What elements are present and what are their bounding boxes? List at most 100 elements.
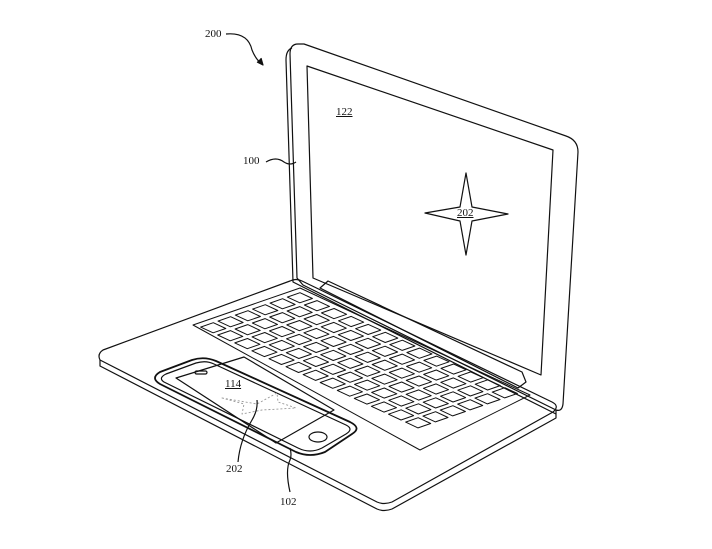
- laptop-base: [98, 278, 557, 505]
- arrow-head: [256, 57, 264, 66]
- laptop-lid: [289, 43, 579, 411]
- keyboard-key: [388, 381, 415, 393]
- keyboard-key: [285, 361, 312, 373]
- keyboard-key: [440, 377, 467, 389]
- keyboard-key: [440, 363, 467, 375]
- keyboard-key: [337, 371, 364, 383]
- keyboard-key: [474, 379, 501, 391]
- keyboard-key: [302, 355, 329, 367]
- keyboard-key: [354, 379, 381, 391]
- keyboard-key: [320, 335, 347, 347]
- keyboard-key: [422, 411, 449, 423]
- keyboard-key: [405, 389, 432, 401]
- keyboard-key: [217, 316, 244, 328]
- hinge: [319, 280, 527, 389]
- keyboard-key: [388, 395, 415, 407]
- keyboard-key: [491, 387, 518, 399]
- keyboard-key: [252, 304, 279, 316]
- keyboard-key: [321, 308, 348, 320]
- laptop-display: [306, 65, 554, 376]
- keyboard-key: [405, 403, 432, 415]
- keyboard-key: [251, 332, 278, 344]
- leader-202-phone: [237, 399, 258, 463]
- keyboard-key: [336, 385, 363, 397]
- label-200: 200: [205, 28, 222, 40]
- keyboard-key: [389, 353, 416, 365]
- keyboard-well: [192, 287, 531, 451]
- keyboard-key: [269, 298, 296, 310]
- label-122: 122: [336, 106, 353, 118]
- keyboard-key: [303, 300, 330, 312]
- keyboard-key: [405, 375, 432, 387]
- speaker-slot: [194, 370, 208, 375]
- label-202-display: 202: [457, 207, 474, 219]
- keyboard-key: [303, 341, 330, 353]
- keyboard: [200, 292, 518, 429]
- keyboard-key: [423, 355, 450, 367]
- keyboard-key: [457, 385, 484, 397]
- keyboard-key: [285, 347, 312, 359]
- phone: [154, 357, 358, 456]
- phone-inner-edge: [160, 361, 351, 452]
- label-114: 114: [225, 378, 242, 390]
- keyboard-key: [371, 345, 399, 357]
- keyboard-key: [355, 323, 382, 335]
- keyboard-key: [286, 320, 313, 332]
- keyboard-key: [269, 312, 296, 324]
- keyboard-key: [337, 329, 364, 341]
- keyboard-key: [320, 321, 347, 334]
- keyboard-key: [320, 349, 347, 361]
- keyboard-key: [234, 338, 261, 350]
- phone-display: [175, 356, 335, 444]
- keyboard-key: [406, 361, 433, 373]
- keyboard-key: [354, 351, 381, 363]
- keyboard-key: [234, 310, 261, 322]
- keyboard-key: [371, 359, 398, 371]
- keyboard-key: [422, 383, 449, 395]
- keyboard-key: [286, 306, 313, 318]
- keyboard-key: [372, 331, 399, 343]
- home-button: [308, 431, 328, 443]
- keyboard-key: [217, 330, 244, 342]
- leader-200: [225, 33, 263, 65]
- keyboard-key: [303, 314, 330, 326]
- keyboard-key: [439, 405, 466, 417]
- keyboard-key: [405, 417, 432, 429]
- keyboard-key: [388, 367, 415, 379]
- keyboard-key: [319, 377, 346, 389]
- keyboard-key: [251, 345, 278, 358]
- keyboard-key: [286, 292, 313, 304]
- keyboard-key: [302, 369, 329, 381]
- keyboard-key: [389, 339, 416, 351]
- keyboard-key: [371, 387, 398, 399]
- laptop-lid-edge: [285, 47, 557, 415]
- keyboard-key: [251, 318, 278, 330]
- keyboard-key: [200, 322, 227, 334]
- keyboard-key: [354, 365, 381, 377]
- keyboard-key: [423, 369, 450, 381]
- label-202-phone: 202: [226, 463, 243, 475]
- keyboard-key: [406, 347, 433, 359]
- keyboard-key: [319, 363, 347, 375]
- keyboard-key: [371, 373, 398, 385]
- keyboard-key: [474, 393, 501, 405]
- keyboard-key: [337, 343, 364, 355]
- leader-100: [265, 158, 297, 165]
- keyboard-key: [440, 391, 467, 403]
- keyboard-key: [354, 337, 381, 349]
- keyboard-key: [422, 397, 449, 409]
- keyboard-key: [338, 315, 365, 328]
- label-100: 100: [243, 155, 260, 167]
- laptop-base-edge: [99, 360, 557, 512]
- keyboard-key: [286, 333, 313, 346]
- keyboard-key: [457, 399, 484, 411]
- keyboard-key: [370, 401, 397, 413]
- keyboard-key: [268, 339, 295, 352]
- keyboard-key: [234, 324, 261, 336]
- keyboard-key: [337, 357, 364, 369]
- keyboard-key: [457, 371, 484, 383]
- leader-102: [286, 447, 292, 493]
- keyboard-key: [303, 327, 330, 340]
